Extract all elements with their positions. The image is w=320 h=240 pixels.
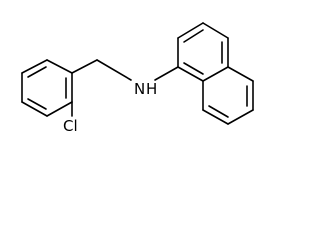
chlorophenyl-ring xyxy=(21,59,73,117)
hydrogen-label: H xyxy=(146,80,157,98)
naphthalene-ring-left xyxy=(177,22,229,82)
bond xyxy=(202,22,229,39)
double-bond xyxy=(27,98,47,110)
bond xyxy=(46,59,73,74)
double-bond xyxy=(27,66,47,78)
bond xyxy=(227,109,254,125)
bond xyxy=(177,22,204,39)
bond xyxy=(21,101,48,117)
bond xyxy=(21,59,48,74)
double-bond xyxy=(183,62,204,75)
double-bond xyxy=(183,29,204,43)
bond xyxy=(227,66,254,82)
bond xyxy=(46,101,73,117)
bond-ch2-n xyxy=(96,59,132,81)
bond-n-naphthyl xyxy=(154,66,179,81)
chlorine-label: Cl xyxy=(63,117,78,135)
bond xyxy=(202,109,229,125)
bond xyxy=(202,66,229,82)
molecule-structure: N H Cl xyxy=(21,22,254,135)
nitrogen-label: N xyxy=(134,80,145,98)
bond-ring-ch2 xyxy=(71,59,98,74)
double-bond xyxy=(208,105,229,118)
naphthalene-ring-right xyxy=(202,66,254,125)
bond xyxy=(177,66,204,82)
